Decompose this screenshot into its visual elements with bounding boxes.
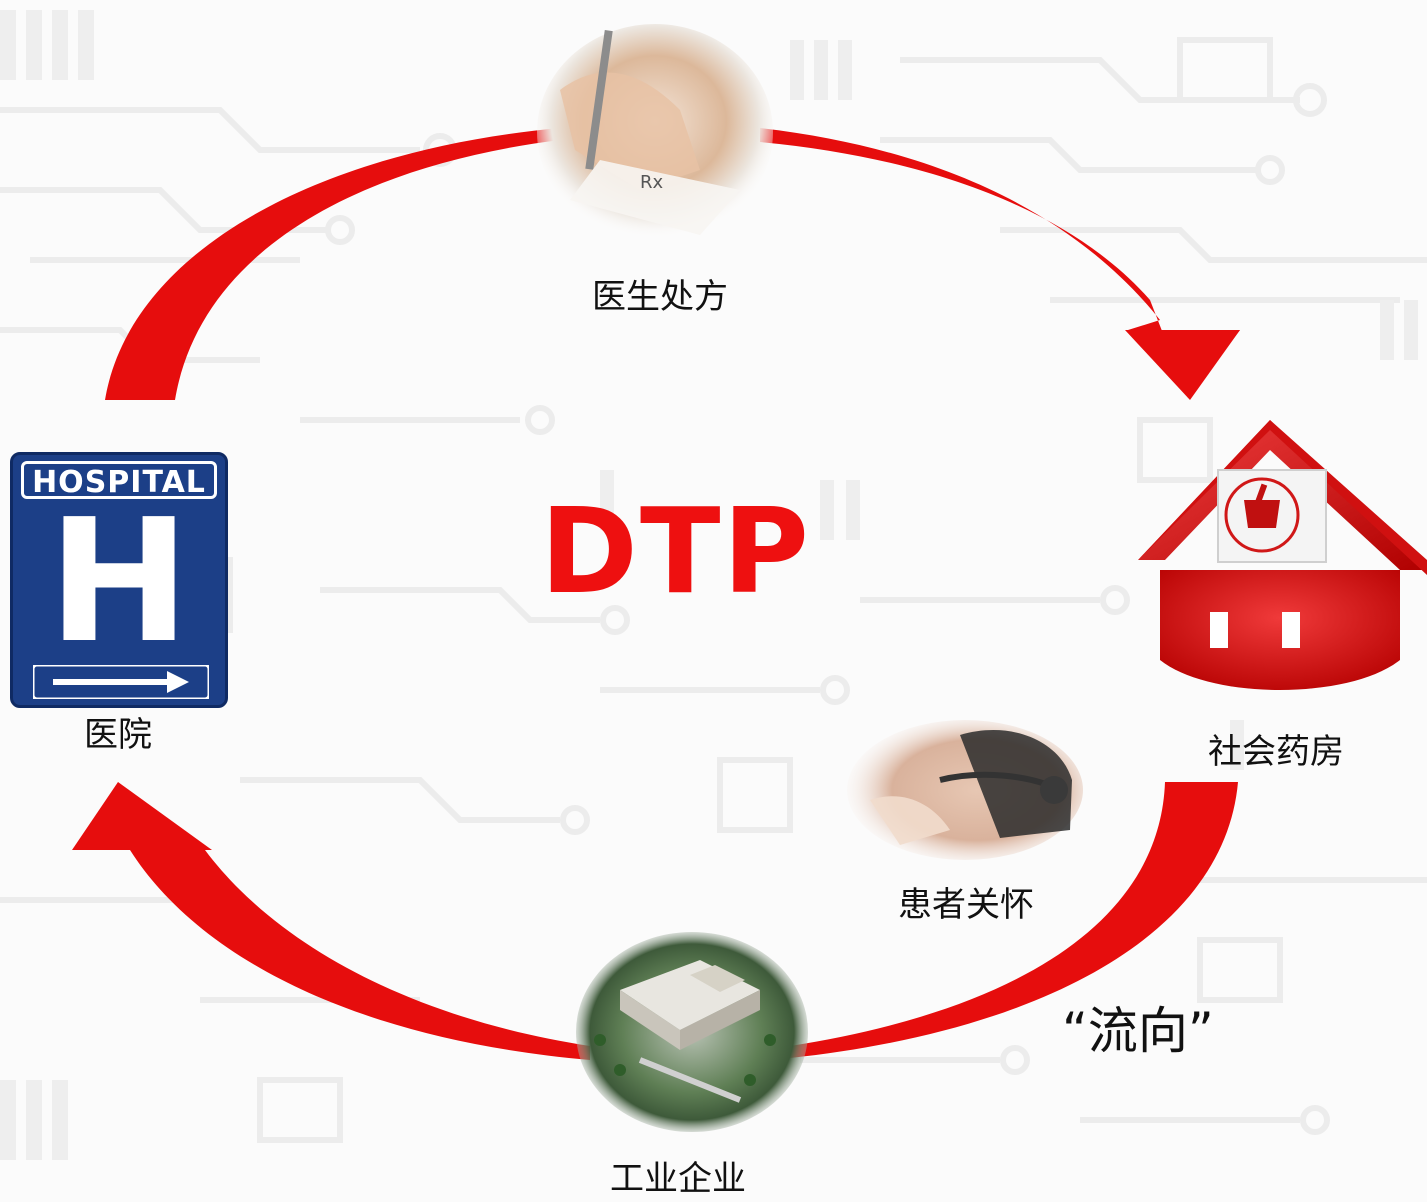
flow-label: “流向” <box>1062 1002 1214 1060</box>
diagram-title: DTP <box>540 482 811 620</box>
right-arrow-icon <box>33 665 209 699</box>
circuit-background <box>0 37 1427 1143</box>
node-label-prescription: 医生处方 <box>592 277 728 317</box>
arrow-industry-to-hospital <box>130 850 590 1060</box>
node-label-industry: 工业企业 <box>610 1159 746 1199</box>
node-label-patient-care: 患者关怀 <box>898 885 1034 925</box>
pharmacy-house-icon <box>1138 420 1427 690</box>
hospital-sign-icon: HOSPITAL H <box>10 452 228 708</box>
svg-text:Rx: Rx <box>640 172 664 193</box>
doctor-writing-prescription-icon: Rx <box>537 24 773 240</box>
node-label-hospital: 医院 <box>84 715 152 755</box>
arrow-head-pharmacy <box>1125 330 1240 400</box>
arrow-pharmacy-to-industry <box>790 782 1238 1058</box>
call-center-headset-icon <box>847 720 1083 860</box>
node-label-pharmacy: 社会药房 <box>1208 732 1344 772</box>
hospital-sign-text: HOSPITAL <box>21 461 217 500</box>
arrow-head-hospital <box>72 782 212 850</box>
industrial-plant-icon <box>576 932 808 1132</box>
arrow-hospital-to-prescription <box>105 128 560 400</box>
hospital-sign-letter: H <box>47 483 191 681</box>
